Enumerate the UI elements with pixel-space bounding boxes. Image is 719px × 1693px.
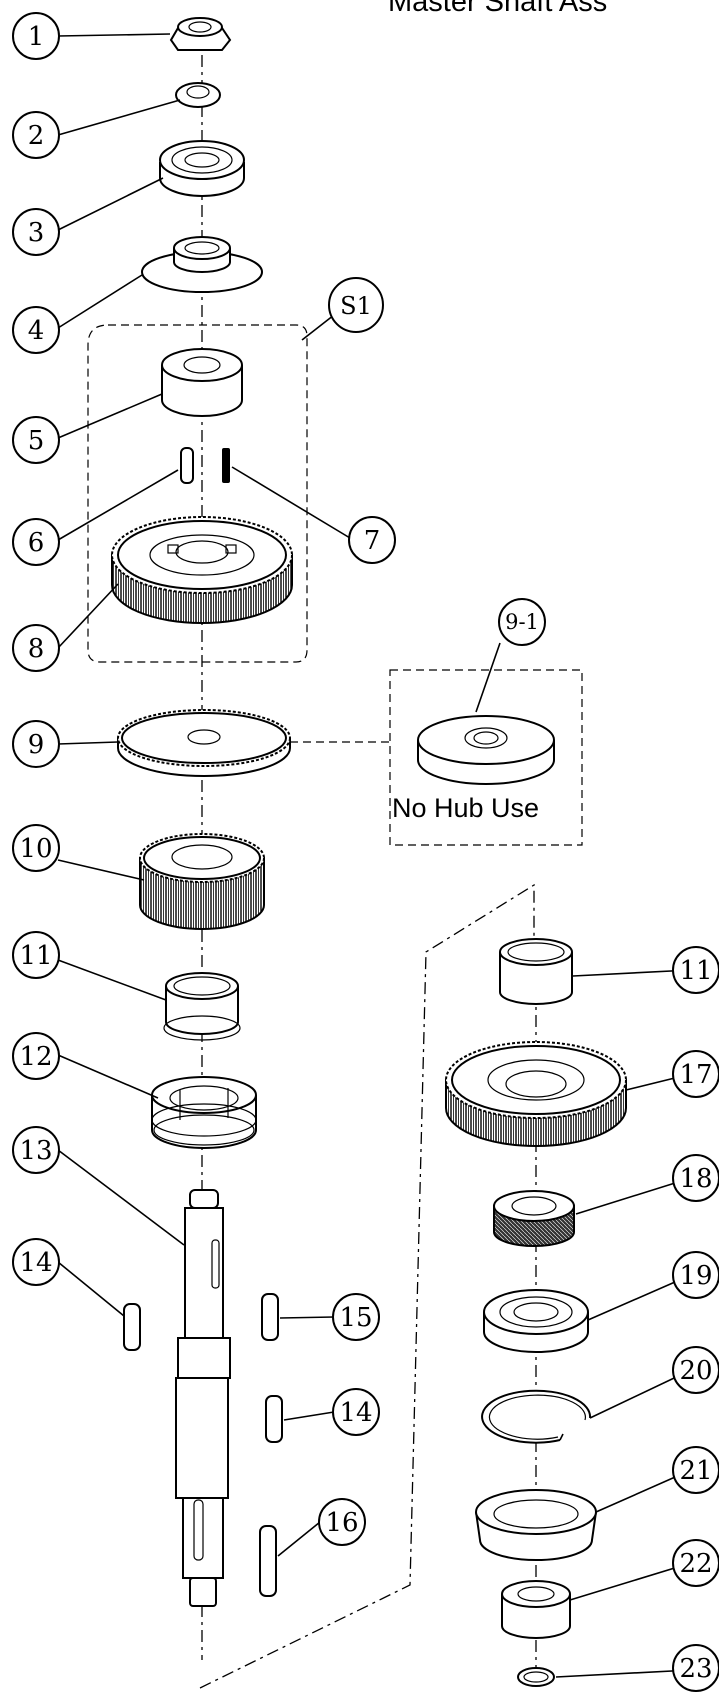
svg-text:S1: S1: [340, 292, 372, 320]
svg-text:3: 3: [28, 218, 45, 248]
callout-13: 13: [12, 1126, 60, 1174]
svg-text:17: 17: [679, 1060, 712, 1090]
part-10-gear: [139, 833, 265, 930]
part-14-key-left: [123, 1303, 141, 1351]
part-4-flanged-bearing: [141, 236, 263, 293]
svg-text:16: 16: [325, 1508, 358, 1538]
part-11-bushing: [163, 972, 241, 1041]
part-18-knurled-ring: [493, 1190, 575, 1247]
callout-11: 11: [12, 931, 60, 979]
svg-text:1: 1: [28, 22, 45, 52]
s1-group-box: [87, 324, 308, 663]
svg-text:20: 20: [679, 1356, 712, 1386]
svg-text:9: 9: [28, 730, 45, 760]
part-5-sleeve: [161, 348, 243, 417]
diagram-title: Master Shaft Ass: [388, 0, 608, 18]
part-23-washer: [517, 1667, 555, 1687]
svg-text:11: 11: [19, 941, 52, 971]
part-12-clutch-hub: [151, 1076, 257, 1149]
svg-text:11: 11: [679, 956, 712, 986]
no-hub-use-label: No Hub Use: [392, 793, 540, 823]
svg-text:22: 22: [679, 1549, 712, 1579]
part-21-cup: [475, 1489, 597, 1561]
part-9-disc-gear: [117, 709, 291, 777]
part-13-master-shaft: [175, 1189, 231, 1607]
part-22-sleeve: [501, 1580, 571, 1639]
callout-7: 7: [348, 516, 396, 564]
svg-text:21: 21: [679, 1456, 712, 1486]
callout-3: 3: [12, 208, 60, 256]
callout-19: 19: [672, 1251, 719, 1299]
part-19-ball-bearing: [483, 1289, 589, 1353]
option-9-1-box: [389, 669, 583, 846]
part-7-key: [222, 448, 230, 483]
part-3-ball-bearing: [159, 140, 245, 197]
part-8-gear: [111, 516, 293, 624]
callout-8: 8: [12, 624, 60, 672]
callout-16: 16: [318, 1498, 366, 1546]
callout-s1: S1: [328, 277, 384, 333]
callout-14: 14: [12, 1238, 60, 1286]
svg-text:8: 8: [28, 634, 45, 664]
part-1-hex-nut: [169, 17, 232, 51]
part-2-lock-washer: [175, 82, 221, 108]
callout-18: 18: [672, 1154, 719, 1202]
callout-20: 20: [672, 1346, 719, 1394]
callout-2: 2: [12, 111, 60, 159]
callout-21: 21: [672, 1446, 719, 1494]
callout-1: 1: [12, 12, 60, 60]
callout-10: 10: [12, 824, 60, 872]
svg-text:4: 4: [28, 316, 45, 346]
callout-14-right: 14: [332, 1388, 380, 1436]
svg-text:14: 14: [339, 1398, 372, 1428]
part-20-retaining-ring: [481, 1389, 592, 1444]
part-6-pin: [180, 447, 194, 484]
svg-text:14: 14: [19, 1248, 52, 1278]
callout-23: 23: [672, 1644, 719, 1692]
leader-lines: [57, 33, 692, 1678]
part-9-1-washer: [417, 715, 555, 785]
svg-text:10: 10: [19, 834, 52, 864]
callout-9: 9: [12, 720, 60, 768]
svg-text:13: 13: [19, 1136, 52, 1166]
part-17-gear: [445, 1041, 627, 1147]
part-16-key: [259, 1525, 277, 1597]
callout-12: 12: [12, 1032, 60, 1080]
svg-text:5: 5: [28, 426, 45, 456]
svg-text:23: 23: [679, 1654, 712, 1684]
svg-text:12: 12: [19, 1042, 52, 1072]
svg-text:2: 2: [28, 121, 45, 151]
part-11-bushing-right: [499, 938, 573, 1005]
svg-text:7: 7: [364, 526, 381, 556]
svg-text:6: 6: [28, 528, 45, 558]
callout-5: 5: [12, 416, 60, 464]
callout-4: 4: [12, 306, 60, 354]
callout-15: 15: [332, 1293, 380, 1341]
callout-17: 17: [672, 1050, 719, 1098]
part-14-key-right: [265, 1395, 283, 1443]
svg-text:19: 19: [679, 1261, 712, 1291]
part-15-key: [261, 1293, 279, 1341]
callout-9-1: 9-1: [498, 598, 546, 646]
svg-text:18: 18: [679, 1164, 712, 1194]
svg-text:9-1: 9-1: [505, 610, 539, 634]
svg-text:15: 15: [339, 1303, 372, 1333]
callout-6: 6: [12, 518, 60, 566]
callout-22: 22: [672, 1539, 719, 1587]
assembly-link-line: [199, 883, 535, 1689]
callout-11-right: 11: [672, 946, 719, 994]
